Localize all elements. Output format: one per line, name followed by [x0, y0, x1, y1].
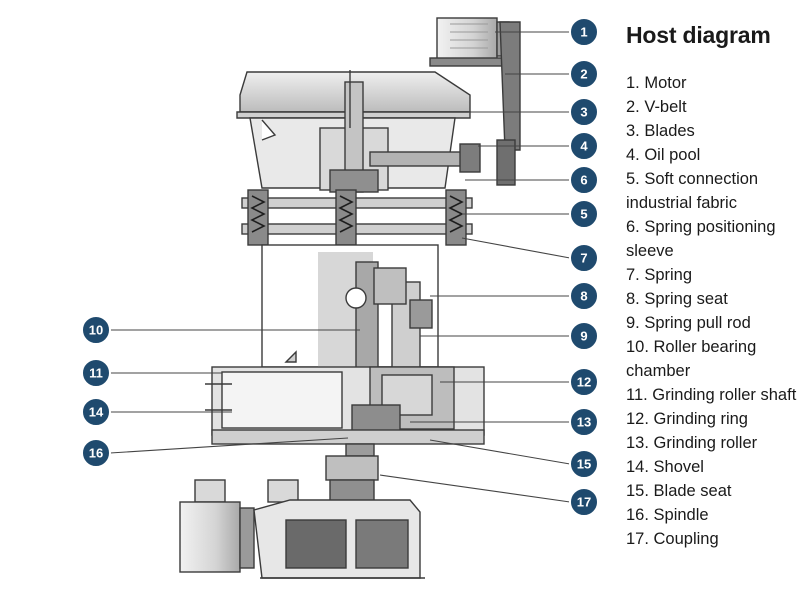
legend: Host diagram 1. Motor 2. V-belt 3. Blade… — [626, 22, 806, 551]
base-reducer — [179, 479, 425, 579]
badge-8: 8 — [569, 281, 599, 311]
list-item: 11. Grinding roller shaft — [626, 386, 797, 404]
badges: 1 2 3 4 6 5 7 8 — [81, 17, 599, 517]
svg-text:17: 17 — [577, 495, 591, 510]
svg-text:3: 3 — [580, 105, 587, 120]
badge-3: 3 — [569, 97, 599, 127]
spring-flange — [241, 189, 473, 246]
parts-list: 1. Motor 2. V-belt 3. Blades 4. Oil pool… — [626, 71, 806, 551]
machine-diagram: 1 2 3 4 6 5 7 8 — [81, 17, 599, 579]
badge-2: 2 — [569, 59, 599, 89]
machine-drawing — [179, 17, 521, 579]
list-item: 8. Spring seat — [626, 290, 728, 308]
motor — [429, 17, 510, 67]
list-item: 12. Grinding ring — [626, 410, 748, 428]
badge-15: 15 — [569, 449, 599, 479]
svg-text:7: 7 — [580, 251, 587, 266]
svg-text:6: 6 — [580, 173, 587, 188]
badge-11: 11 — [81, 358, 111, 388]
legend-title: Host diagram — [626, 22, 771, 48]
svg-text:15: 15 — [577, 457, 591, 472]
svg-text:1: 1 — [580, 25, 587, 40]
svg-text:2: 2 — [580, 67, 587, 82]
badge-1: 1 — [569, 17, 599, 47]
badge-14: 14 — [81, 397, 111, 427]
list-item: 10. Roller bearing chamber — [626, 338, 757, 380]
list-item: 2. V-belt — [626, 98, 687, 116]
list-item: 14. Shovel — [626, 458, 704, 476]
list-item: 16. Spindle — [626, 506, 709, 524]
svg-text:12: 12 — [577, 375, 591, 390]
list-item: 17. Coupling — [626, 530, 719, 548]
list-item: 13. Grinding roller — [626, 434, 758, 452]
svg-text:10: 10 — [89, 323, 103, 338]
badge-6: 6 — [569, 165, 599, 195]
list-item: 3. Blades — [626, 122, 695, 140]
badge-4: 4 — [569, 131, 599, 161]
badge-7: 7 — [569, 243, 599, 273]
badge-10: 10 — [81, 315, 111, 345]
list-item: 1. Motor — [626, 74, 687, 92]
list-item: 5. Soft connection industrial fabric — [626, 170, 759, 212]
svg-text:5: 5 — [580, 207, 587, 222]
top-housing — [236, 70, 481, 193]
spindle-coupling — [325, 443, 379, 505]
badge-13: 13 — [569, 407, 599, 437]
svg-text:4: 4 — [580, 139, 588, 154]
svg-text:11: 11 — [89, 366, 103, 381]
list-item: 4. Oil pool — [626, 146, 701, 164]
badge-16: 16 — [81, 438, 111, 468]
svg-text:16: 16 — [89, 446, 103, 461]
svg-text:8: 8 — [580, 289, 587, 304]
svg-text:14: 14 — [89, 405, 104, 420]
badge-12: 12 — [569, 367, 599, 397]
leader-lines — [109, 31, 571, 503]
svg-text:9: 9 — [580, 329, 587, 344]
badge-17: 17 — [569, 487, 599, 517]
list-item: 9. Spring pull rod — [626, 314, 751, 332]
list-item: 7. Spring — [626, 266, 693, 284]
list-item: 6. Spring positioning sleeve — [626, 218, 776, 260]
list-item: 15. Blade seat — [626, 482, 732, 500]
grinding-chamber — [205, 366, 485, 445]
badge-9: 9 — [569, 321, 599, 351]
badge-5: 5 — [569, 199, 599, 229]
svg-text:13: 13 — [577, 415, 591, 430]
v-belt — [496, 21, 521, 186]
